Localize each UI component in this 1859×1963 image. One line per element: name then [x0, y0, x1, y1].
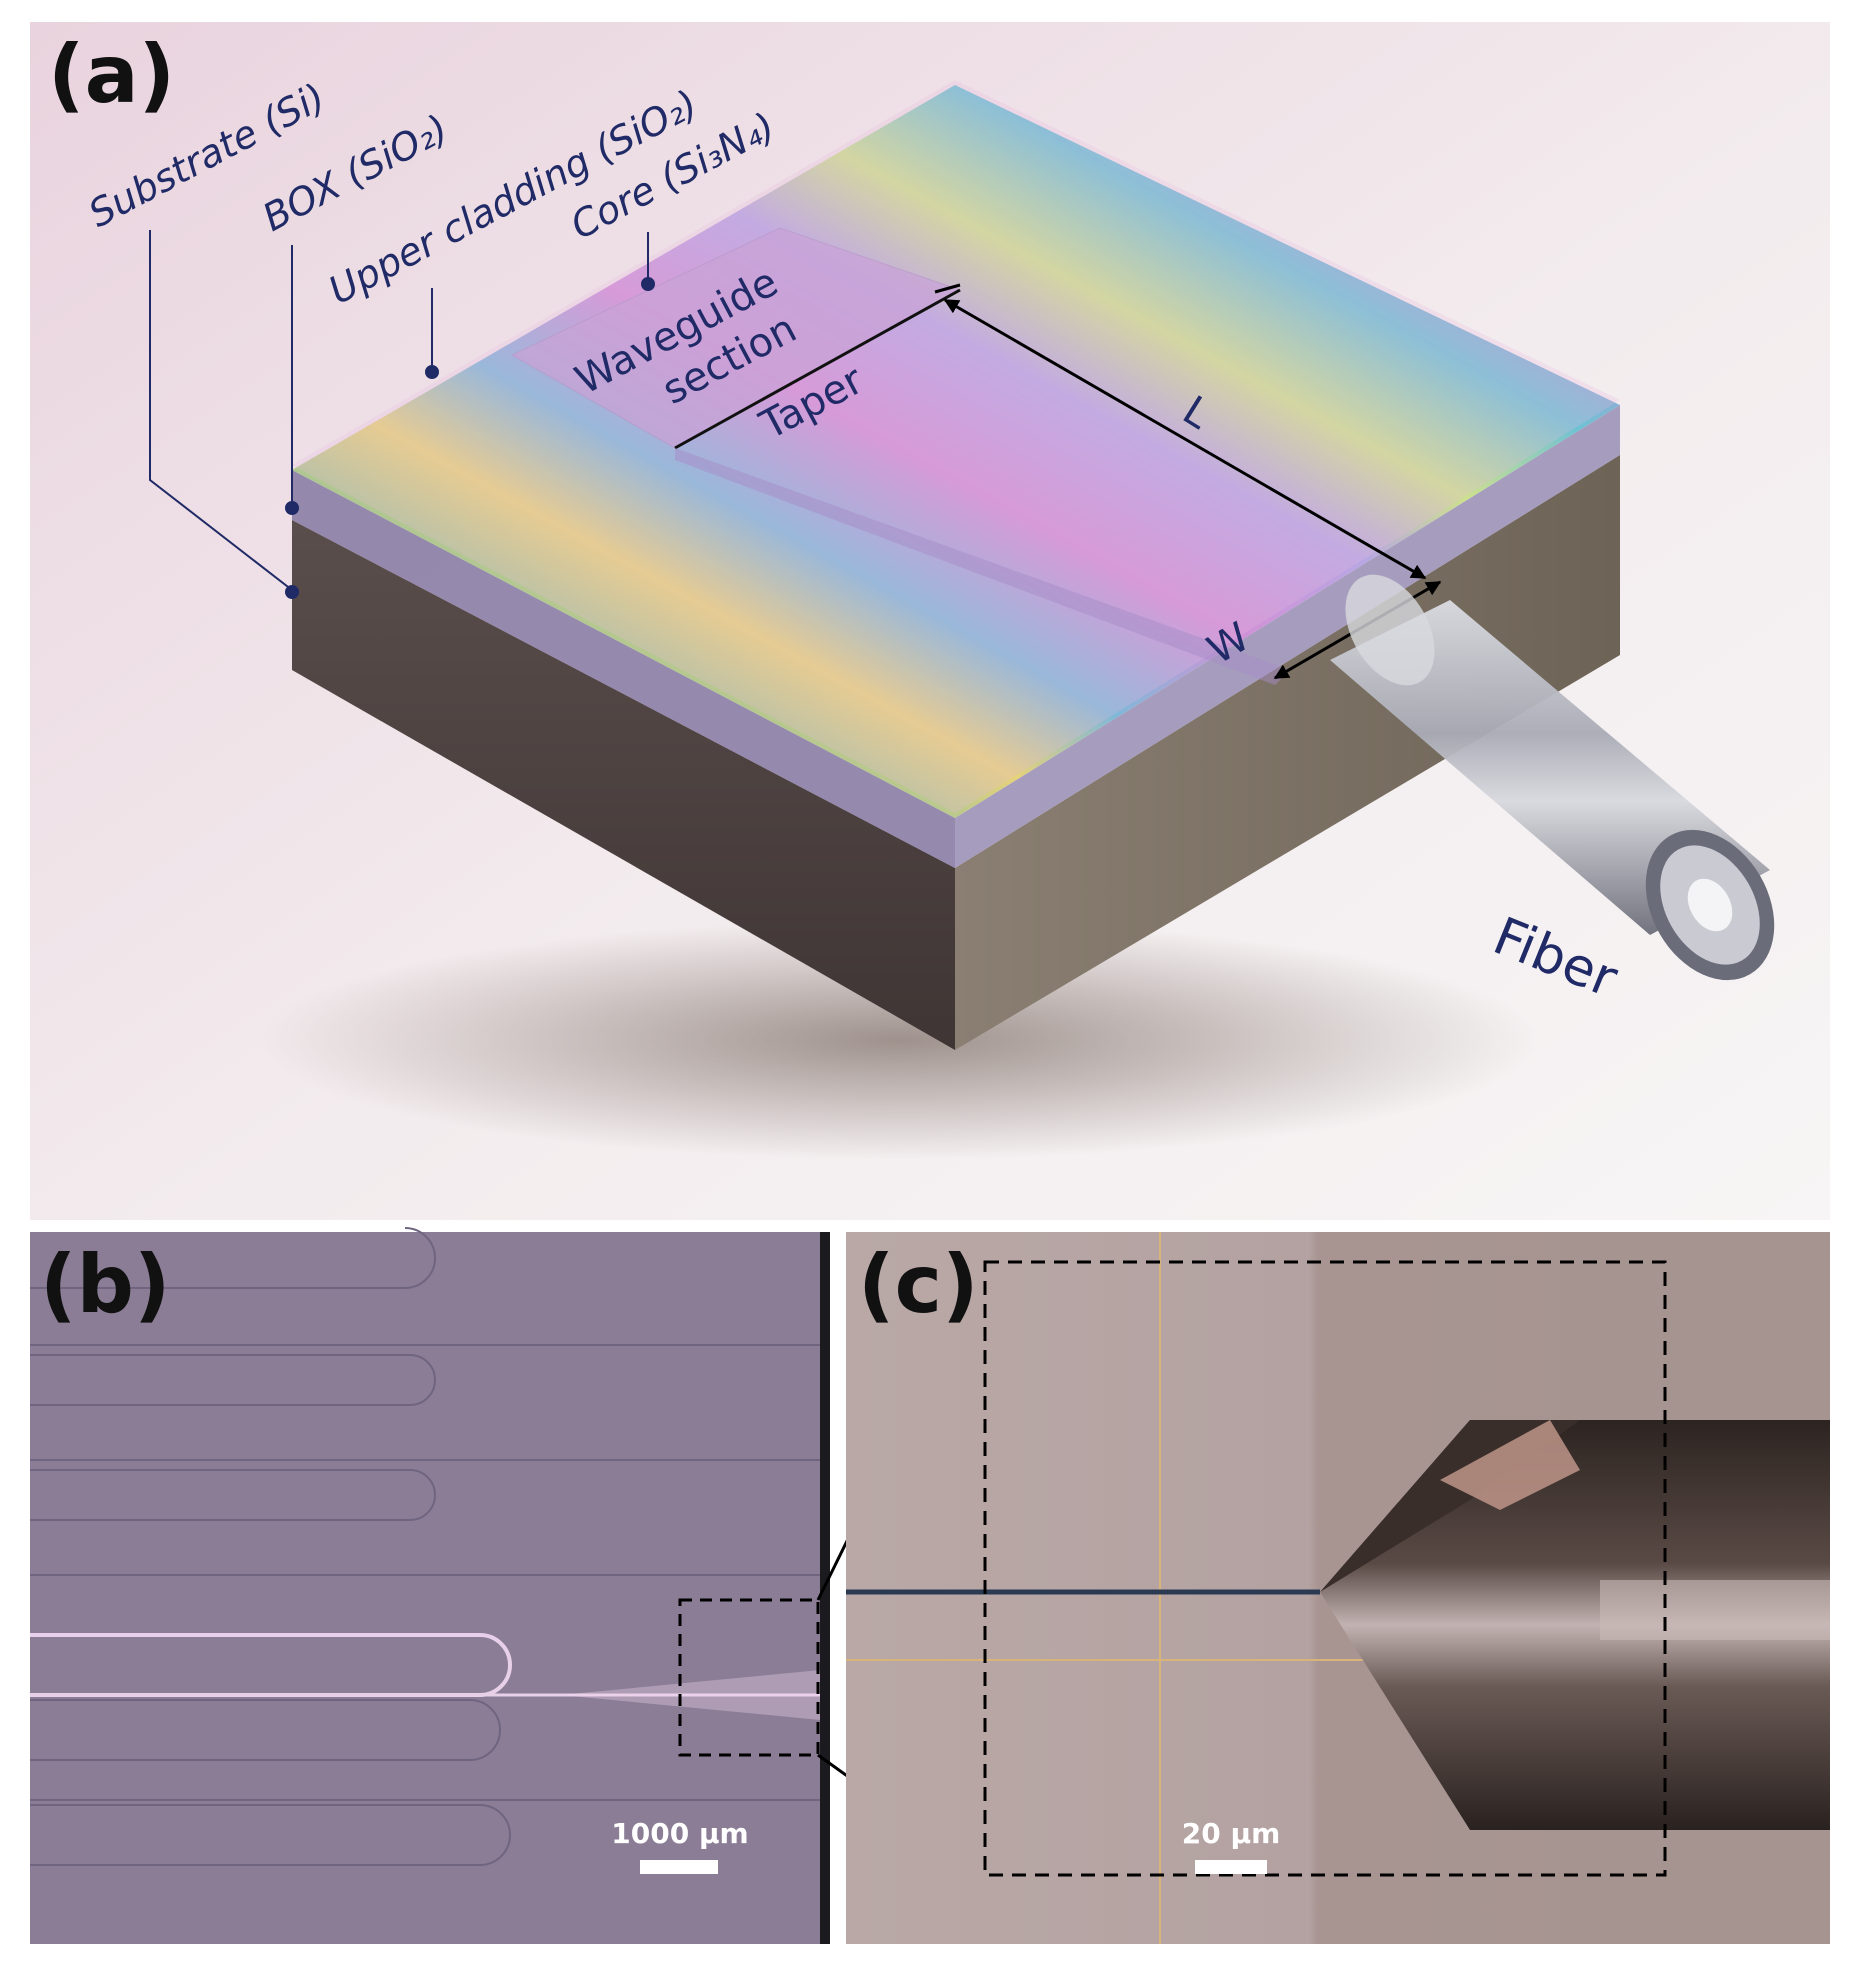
zoom-box-c	[983, 1260, 1667, 1877]
length-tick-top	[934, 283, 961, 294]
chip-shadow	[260, 920, 1540, 1160]
zoom-box-b	[678, 1598, 820, 1757]
taper-line	[674, 288, 961, 450]
panel-c: 20 µm (c)	[846, 1232, 1830, 1944]
scale-bar-b	[640, 1860, 718, 1874]
scale-bar-c	[1195, 1860, 1267, 1874]
panel-a: Substrate (Si) BOX (SiO₂) Upper cladding…	[30, 22, 1830, 1220]
fiber-graphic	[1330, 574, 1775, 981]
illuminated-waveguide	[30, 1633, 820, 1697]
layer-leaders	[149, 230, 655, 599]
scale-label-c: 20 µm	[1182, 1817, 1281, 1850]
panel-b: 1000 µm (b)	[30, 1227, 830, 1944]
scale-label-b: 1000 µm	[611, 1817, 748, 1850]
panel-b-background	[30, 1232, 828, 1944]
lensed-fiber-tip	[1320, 1420, 1830, 1830]
taper-glow	[560, 1670, 820, 1720]
panel-c-label: (c)	[858, 1238, 979, 1331]
waveguide-loops	[30, 1227, 820, 1866]
box-layer-front	[292, 470, 955, 868]
panel-b-label: (b)	[40, 1238, 170, 1331]
chip-front-face	[292, 520, 955, 1050]
length-arrow	[943, 298, 1427, 580]
panel-a-label: (a)	[48, 28, 175, 121]
